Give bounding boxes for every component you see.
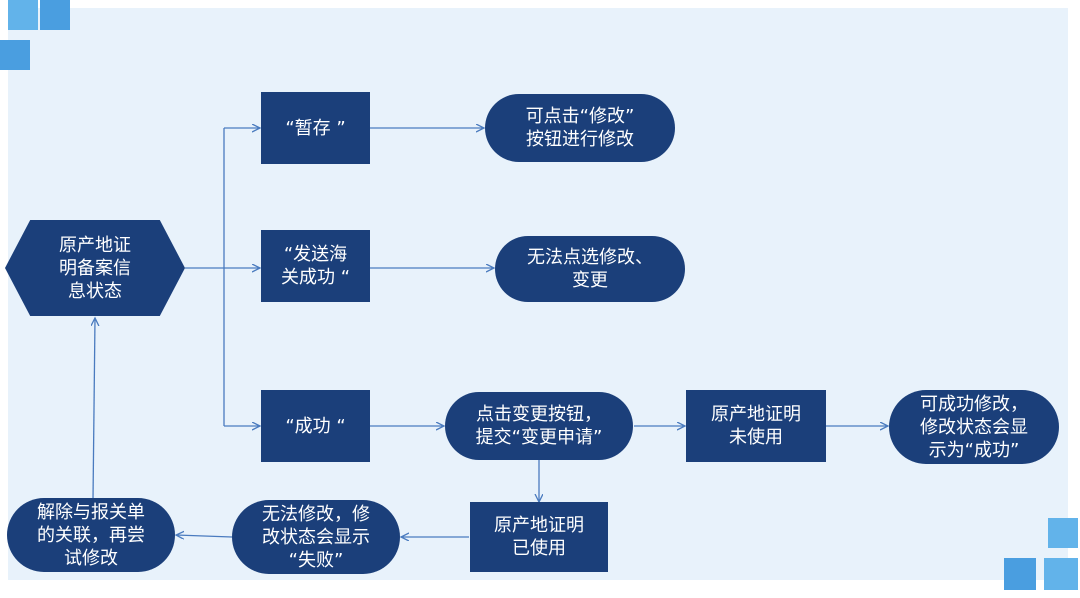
- node-click-change-label: 点击变更按钮， 提交“变更申请”: [475, 404, 603, 448]
- corner-decoration: [1048, 518, 1078, 548]
- arrow-unlink-to-status: [93, 318, 95, 501]
- node-modify-fail: 无法修改，修 改状态会显示 “失败”: [232, 500, 400, 574]
- corner-decoration: [1044, 558, 1078, 590]
- corner-decoration: [40, 0, 70, 30]
- node-modify-success-label: 可成功修改， 修改状态会显 示为“成功”: [920, 393, 1028, 461]
- node-temp-save-label: “暂存 ”: [285, 117, 346, 139]
- node-status-label: 原产地证 明备案信 息状态: [59, 234, 131, 302]
- corner-decoration: [0, 40, 30, 70]
- node-cert-used: 原产地证明 已使用: [470, 502, 608, 572]
- node-sent-customs-label: “发送海 关成功 “: [280, 244, 351, 288]
- node-unlink-retry-label: 解除与报关单 的关联，再尝 试修改: [37, 501, 145, 569]
- node-cert-unused-label: 原产地证明 未使用: [711, 404, 801, 448]
- corner-decoration: [1004, 558, 1036, 590]
- node-success-label: “成功 “: [285, 415, 346, 437]
- node-cannot-modify-change: 无法点选修改、 变更: [495, 236, 685, 302]
- node-temp-save: “暂存 ”: [261, 92, 370, 164]
- node-cert-unused: 原产地证明 未使用: [686, 390, 826, 462]
- node-unlink-retry: 解除与报关单 的关联，再尝 试修改: [7, 498, 175, 572]
- node-can-modify-label: 可点击“修改” 按钮进行修改: [525, 106, 635, 150]
- arrow-fail-to-unlink: [176, 535, 233, 537]
- node-modify-success: 可成功修改， 修改状态会显 示为“成功”: [889, 390, 1059, 464]
- node-cannot-modify-change-label: 无法点选修改、 变更: [527, 247, 653, 291]
- node-modify-fail-label: 无法修改，修 改状态会显示 “失败”: [262, 503, 370, 571]
- corner-decoration: [8, 0, 38, 30]
- node-success: “成功 “: [261, 390, 370, 462]
- node-status: 原产地证 明备案信 息状态: [5, 220, 185, 316]
- node-click-change: 点击变更按钮， 提交“变更申请”: [445, 392, 633, 460]
- node-sent-customs: “发送海 关成功 “: [261, 230, 370, 302]
- node-can-modify: 可点击“修改” 按钮进行修改: [485, 94, 675, 162]
- node-cert-used-label: 原产地证明 已使用: [494, 515, 584, 559]
